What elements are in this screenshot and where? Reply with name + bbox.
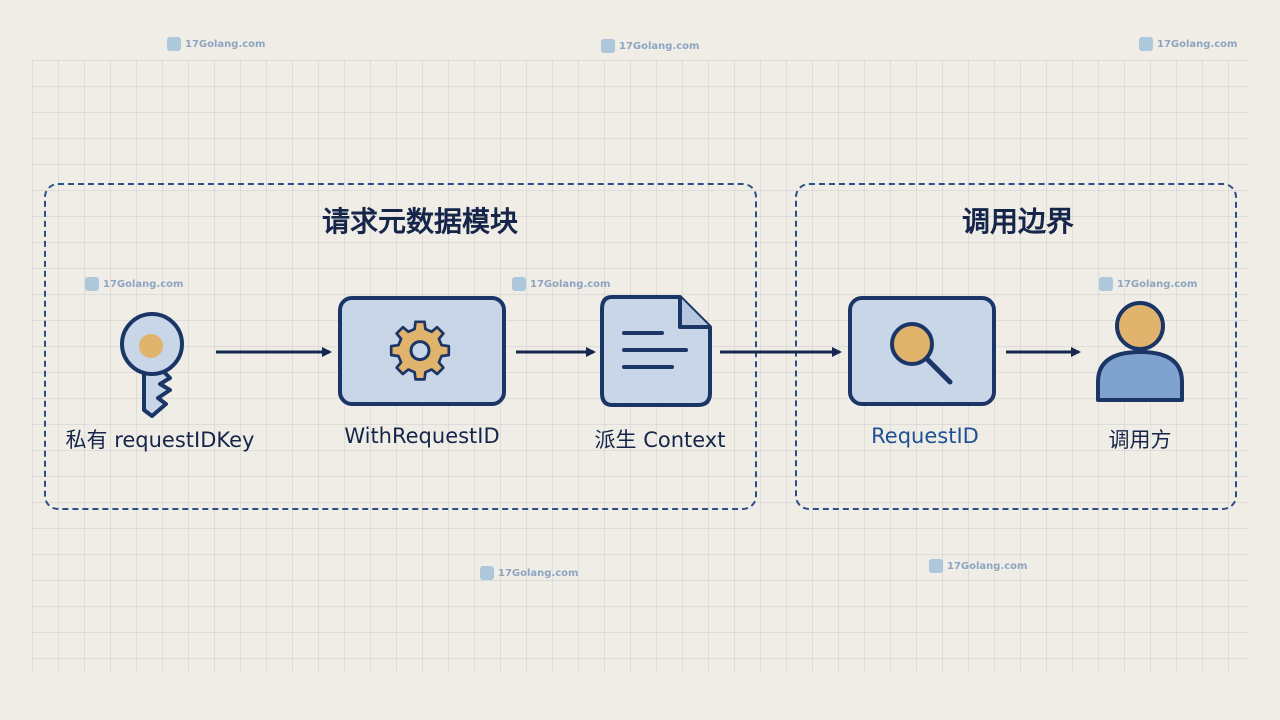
watermark: 17Golang.com xyxy=(1099,277,1197,291)
gear-icon xyxy=(338,296,506,406)
caller-label: 调用方 xyxy=(1108,428,1172,452)
key-node xyxy=(118,306,192,418)
watermark: 17Golang.com xyxy=(601,39,699,53)
watermark-logo-icon xyxy=(85,277,99,291)
watermark-text: 17Golang.com xyxy=(1157,38,1238,50)
document-icon xyxy=(600,295,712,407)
request-id-node xyxy=(848,296,996,406)
watermark-text: 17Golang.com xyxy=(103,278,184,290)
user-icon xyxy=(1096,301,1184,402)
watermark: 17Golang.com xyxy=(1139,37,1237,51)
caller-node xyxy=(1094,300,1186,404)
key-icon xyxy=(120,312,184,418)
watermark: 17Golang.com xyxy=(85,277,183,291)
call-boundary-group xyxy=(795,183,1237,510)
watermark: 17Golang.com xyxy=(480,566,578,580)
watermark-logo-icon xyxy=(1099,277,1113,291)
derived-context-label: 派生 Context xyxy=(594,428,726,452)
watermark-logo-icon xyxy=(167,37,181,51)
boundary-group-title: 调用边界 xyxy=(961,205,1074,238)
with-request-id-node xyxy=(338,296,506,406)
key-label: 私有 requestIDKey xyxy=(65,428,255,452)
derived-context-node xyxy=(600,295,712,407)
watermark-logo-icon xyxy=(601,39,615,53)
watermark-logo-icon xyxy=(929,559,943,573)
request-id-label: RequestID xyxy=(871,424,979,448)
magnifier-icon xyxy=(848,296,996,406)
watermark-logo-icon xyxy=(512,277,526,291)
with-request-id-label: WithRequestID xyxy=(344,424,500,448)
watermark-text: 17Golang.com xyxy=(947,560,1028,572)
watermark: 17Golang.com xyxy=(929,559,1027,573)
watermark-text: 17Golang.com xyxy=(530,278,611,290)
watermark-text: 17Golang.com xyxy=(498,567,579,579)
watermark: 17Golang.com xyxy=(167,37,265,51)
watermark-logo-icon xyxy=(1139,37,1153,51)
request-metadata-module-group xyxy=(44,183,757,510)
watermark: 17Golang.com xyxy=(512,277,610,291)
module-group-title: 请求元数据模块 xyxy=(321,205,518,238)
watermark-text: 17Golang.com xyxy=(1117,278,1198,290)
watermark-logo-icon xyxy=(480,566,494,580)
watermark-text: 17Golang.com xyxy=(619,40,700,52)
watermark-text: 17Golang.com xyxy=(185,38,266,50)
